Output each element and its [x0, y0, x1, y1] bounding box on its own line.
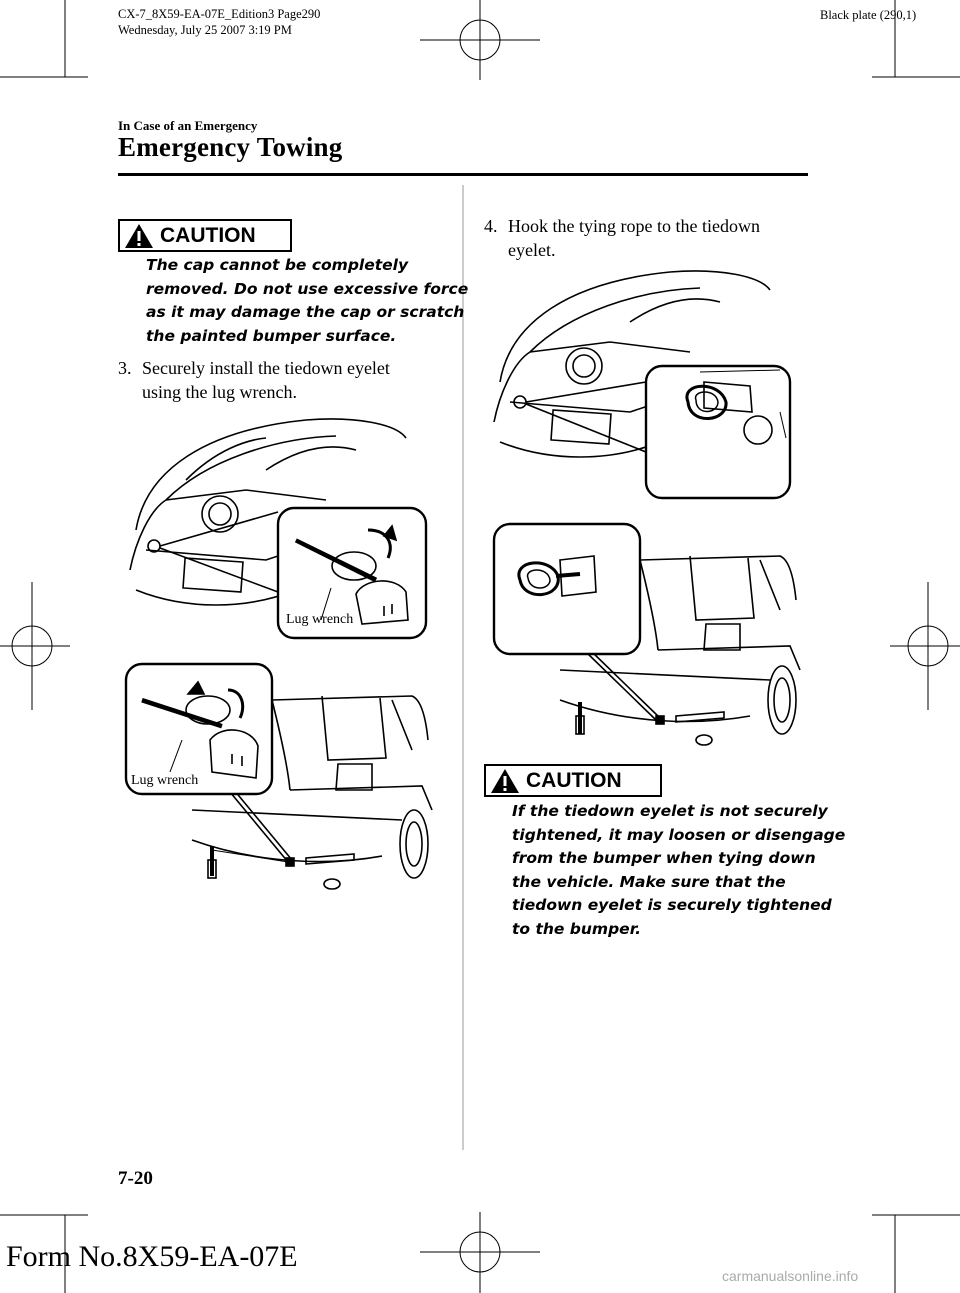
- caution-text-right: If the tiedown eyelet is not securely ti…: [512, 800, 845, 941]
- step-4-line-1: Hook the tying rope to the tiedown: [508, 216, 760, 236]
- print-job-line-2: Wednesday, July 25 2007 3:19 PM: [118, 23, 292, 37]
- rear-bumper-illustration: [124, 662, 433, 890]
- caution-text-left: The cap cannot be completely removed. Do…: [146, 254, 468, 348]
- section-name: In Case of an Emergency: [118, 118, 258, 133]
- caution-line: tightened, it may loosen or disengage: [512, 825, 846, 844]
- step-3-line-2: using the lug wrench.: [142, 382, 297, 402]
- caution-line: tiedown eyelet is securely tightened: [512, 896, 832, 914]
- caution-line: If the tiedown eyelet is not securely: [512, 802, 828, 820]
- page-title: Emergency Towing: [118, 132, 343, 162]
- step-4: 4. Hook the tying rope to the tiedown eye…: [484, 214, 760, 262]
- caution-line: to the bumper.: [512, 919, 642, 938]
- caution-box-left: CAUTION: [118, 219, 292, 252]
- caution-line: the vehicle. Make sure that the: [512, 872, 786, 891]
- caution-label-right: CAUTION: [526, 768, 622, 792]
- caution-line: as it may damage the cap or scratch: [146, 303, 465, 321]
- front-bumper-illustration: [129, 418, 428, 640]
- warning-triangle-icon: [125, 223, 153, 248]
- callout-lug-wrench-top: Lug wrench: [286, 612, 354, 627]
- form-number: Form No.8X59-EA-07E: [6, 1240, 298, 1273]
- caution-label-left: CAUTION: [160, 223, 256, 247]
- plate-label: Black plate (290,1): [820, 8, 917, 22]
- print-job-line-1: CX-7_8X59-EA-07E_Edition3 Page290: [118, 7, 321, 21]
- caution-line: from the bumper when tying down: [512, 849, 816, 867]
- caution-box-right: CAUTION: [484, 764, 662, 797]
- step-3-line-1: Securely install the tiedown eyelet: [142, 358, 390, 378]
- page-number: 7-20: [118, 1168, 153, 1189]
- watermark: carmanualsonline.info: [722, 1268, 859, 1284]
- caution-line: The cap cannot be completely: [146, 256, 409, 274]
- step-4-line-2: eyelet.: [508, 240, 556, 260]
- step-4-number: 4.: [484, 216, 498, 236]
- warning-triangle-icon: [491, 768, 519, 793]
- title-rule: [118, 173, 808, 176]
- caution-line: removed. Do not use excessive force: [146, 279, 469, 298]
- front-eyelet-illustration: [493, 270, 792, 500]
- step-3-number: 3.: [118, 358, 132, 378]
- step-3: 3. Securely install the tiedown eyelet us…: [118, 356, 390, 404]
- rear-eyelet-illustration: [492, 522, 801, 746]
- caution-line: the painted bumper surface.: [146, 326, 397, 345]
- print-job-info: CX-7_8X59-EA-07E_Edition3 Page290 Wednes…: [118, 6, 320, 38]
- callout-lug-wrench-bottom: Lug wrench: [131, 773, 199, 788]
